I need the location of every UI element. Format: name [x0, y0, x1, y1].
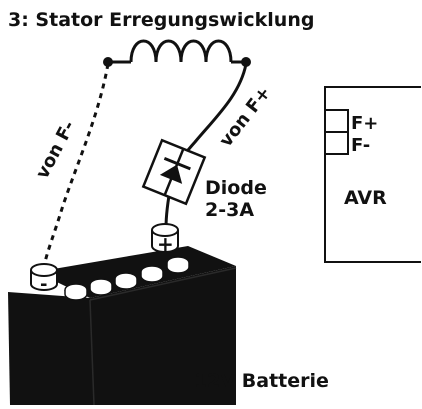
- avr-terminal-plus: [324, 109, 349, 133]
- battery-cell-caps: [64, 256, 190, 301]
- label-von-f-plus: von F+: [215, 83, 275, 152]
- winding-node-plus: [241, 57, 251, 67]
- battery-terminal-minus: -: [30, 263, 58, 295]
- plus-terminal-symbol: +: [157, 232, 174, 256]
- avr-terminal-plus-label: F+: [351, 113, 378, 134]
- diode-label: Diode: [205, 177, 267, 199]
- wire-f-minus: [42, 63, 110, 269]
- avr-terminal-minus-label: F-: [351, 135, 370, 156]
- label-von-f-minus: von F-: [32, 117, 80, 182]
- avr-module: F+ F- AVR: [324, 86, 421, 263]
- battery-terminal-plus: +: [151, 223, 179, 256]
- diagram-title: 3: Stator Erregungswicklung: [8, 9, 314, 31]
- minus-terminal-symbol: -: [40, 274, 47, 295]
- battery-label: 12V Batterie: [194, 370, 329, 392]
- avr-label: AVR: [344, 187, 387, 209]
- coil-icon: [108, 39, 246, 64]
- avr-terminal-minus: [324, 131, 349, 155]
- winding-node-minus: [103, 57, 113, 67]
- diode-icon: [141, 138, 207, 206]
- diode-rating: 2-3A: [205, 199, 254, 221]
